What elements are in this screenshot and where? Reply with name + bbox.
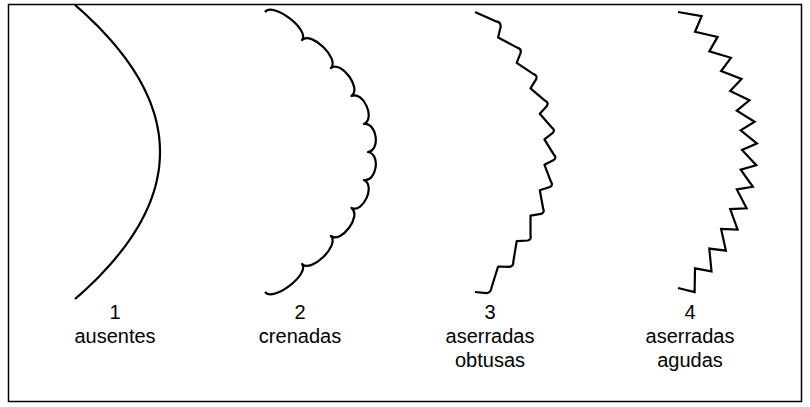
crenate-margin [265, 10, 376, 295]
entire-margin [75, 5, 160, 299]
margin-name: ausentes [59, 324, 171, 348]
figure-number: 3 [434, 300, 546, 324]
margin-name: aserradas agudas [634, 324, 746, 372]
figure-number: 1 [59, 300, 171, 324]
acute-serrate-margin [678, 12, 757, 292]
figure-number: 4 [634, 300, 746, 324]
margin-name: crenadas [244, 324, 356, 348]
margin-name: aserradas obtusas [434, 324, 546, 372]
obtuse-serrate-margin [475, 12, 555, 293]
frame [9, 5, 802, 402]
figure-number: 2 [244, 300, 356, 324]
